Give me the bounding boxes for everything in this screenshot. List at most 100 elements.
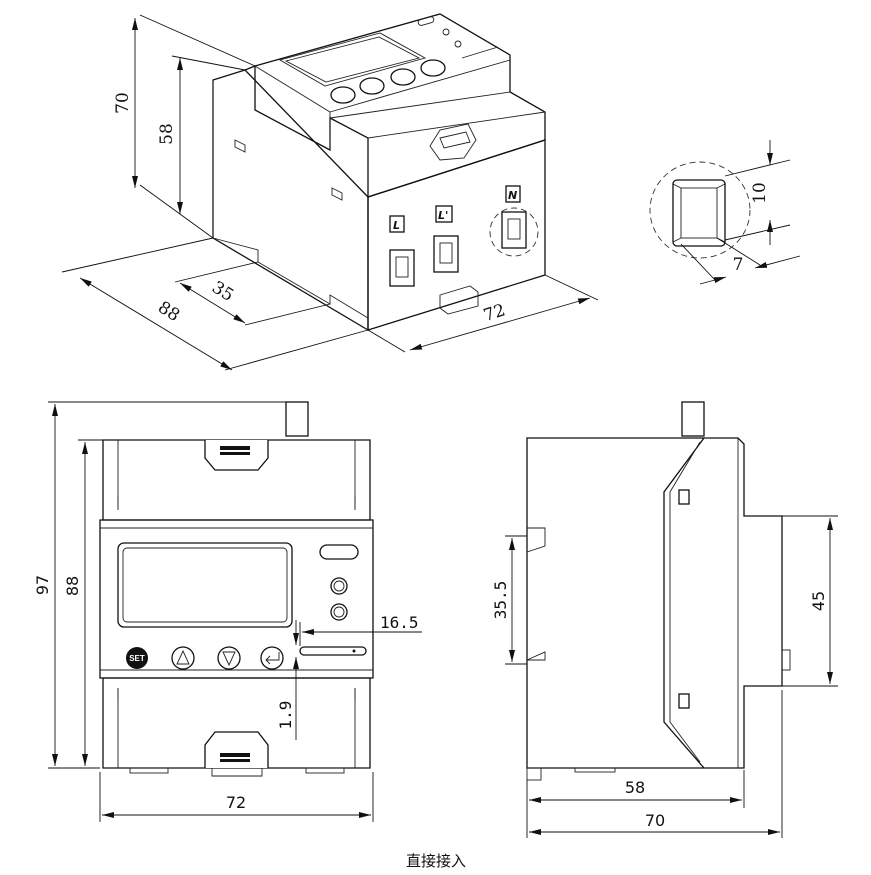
iso-terminal-n-screw	[501, 211, 527, 249]
detail-ext-7-right	[716, 237, 761, 266]
side-ext-45	[782, 515, 838, 687]
iso-ext-58-top	[171, 55, 246, 71]
front-view: SET 97 88 72 16.5 1.	[33, 401, 422, 822]
iso-ext-70-top	[139, 14, 256, 67]
iso-terminal-l-hole	[395, 256, 409, 278]
iso-dim-35-line	[179, 282, 246, 324]
side-dim-35-5-label: 35.5	[491, 581, 510, 620]
iso-dim-70-label: 70	[113, 92, 133, 114]
front-led-1	[330, 577, 348, 595]
front-up-button	[171, 646, 195, 670]
front-enter-button	[260, 646, 284, 670]
iso-top-clip	[429, 123, 477, 161]
drawing-caption: 直接接入	[406, 852, 466, 870]
iso-top-outline	[254, 13, 546, 198]
iso-button-1	[330, 86, 356, 104]
front-led-2-inner	[333, 606, 345, 618]
iso-button-3	[390, 68, 416, 86]
front-upper-rib-marks	[117, 496, 356, 508]
front-foot-right	[305, 767, 345, 774]
iso-button-2	[359, 77, 385, 95]
side-foot-left	[526, 767, 542, 781]
detail-terminal-outer	[672, 179, 726, 247]
side-latch-bottom	[678, 693, 690, 709]
front-panel	[99, 519, 374, 679]
detail-ext-10-top	[724, 159, 791, 177]
side-back-clip	[781, 649, 791, 671]
detail-terminal-inner	[680, 187, 718, 239]
isometric-view: L L' N 70 58 88 35 72	[61, 13, 599, 371]
iso-ext-72-left	[367, 329, 406, 353]
side-view: 35.5 45 58 70	[491, 401, 838, 838]
iso-terminal-lp-screw	[433, 235, 459, 273]
iso-bottom-clip	[439, 285, 479, 315]
iso-terminal-l-tag	[389, 215, 405, 233]
side-ext-35-5	[505, 535, 527, 665]
enter-icon	[265, 652, 280, 665]
terminal-detail-view: 10 7	[649, 140, 801, 285]
front-bottom-clip-tab	[211, 768, 263, 777]
front-dim-16-5-label: 16.5	[380, 613, 419, 632]
iso-display-inner	[284, 36, 421, 83]
iso-top-edge-3	[329, 91, 511, 119]
side-top-terminal	[681, 401, 705, 437]
iso-terminal-n-label: N	[508, 189, 517, 202]
side-ext-58-70	[526, 690, 783, 838]
iso-dim-58-label: 58	[157, 123, 177, 145]
front-dim-97-label: 97	[33, 575, 52, 595]
iso-led-dot-2	[454, 40, 462, 48]
iso-terminal-face	[367, 139, 546, 331]
detail-terminal-bevel	[672, 183, 726, 243]
front-led-slot	[319, 544, 359, 560]
iso-terminal-l-label: L	[393, 219, 400, 232]
side-front-profile	[663, 437, 705, 769]
up-arrow-icon	[176, 649, 190, 665]
iso-ext-88-left	[61, 237, 214, 273]
iso-ext-70-bottom	[139, 184, 214, 239]
iso-terminal-lp-tag	[435, 205, 453, 223]
iso-terminal-l-screw	[389, 249, 415, 287]
iso-top-edge-4	[367, 111, 546, 139]
front-led-2	[330, 603, 348, 621]
detail-ext-7-left	[680, 243, 716, 281]
front-top-clip-line-2	[220, 452, 250, 455]
front-bottom-clip-line-1	[220, 753, 250, 757]
side-dim-58-label: 58	[625, 778, 645, 797]
iso-led-slot	[417, 16, 435, 26]
side-dim-70-label: 70	[645, 811, 665, 830]
iso-ext-72-right	[544, 274, 599, 301]
front-top-terminal	[285, 401, 309, 437]
front-set-button-label: SET	[129, 654, 145, 663]
iso-dim-72-label: 72	[481, 300, 508, 326]
side-front-profile-inner	[669, 441, 701, 763]
front-led-1-inner	[333, 580, 345, 592]
detail-dim-7-label: 7	[733, 255, 744, 275]
front-bottom-clip	[204, 731, 269, 768]
side-foot-mid	[574, 767, 616, 773]
detail-dim-10-label: 10	[750, 182, 770, 204]
iso-side-latch	[234, 139, 246, 153]
front-foot-left	[129, 767, 169, 774]
iso-dim-72-line	[409, 297, 591, 351]
iso-terminal-lp-hole	[439, 242, 453, 264]
detail-highlight-circle	[649, 161, 751, 259]
iso-top-clip-hole	[439, 131, 471, 149]
detail-ext-10-bottom	[724, 224, 791, 241]
iso-label-strip	[461, 46, 499, 59]
iso-top-edge-2	[329, 59, 511, 113]
front-bottom-clip-line-2	[220, 759, 250, 762]
iso-dim-88-line	[79, 277, 233, 371]
side-outline	[526, 437, 783, 769]
front-down-button	[217, 646, 241, 670]
iso-rail-slot	[212, 237, 369, 319]
front-ext-72	[99, 772, 374, 822]
front-lower-rib-marks	[117, 688, 356, 702]
front-lcd-inner	[122, 547, 288, 623]
iso-dim-35-label: 35	[208, 278, 237, 306]
down-arrow-icon	[222, 651, 236, 667]
front-label-strip	[299, 646, 367, 656]
front-dim-1-9-label: 1.9	[276, 701, 295, 730]
iso-ext-88-right	[224, 329, 369, 371]
front-panel-edges	[100, 527, 373, 671]
